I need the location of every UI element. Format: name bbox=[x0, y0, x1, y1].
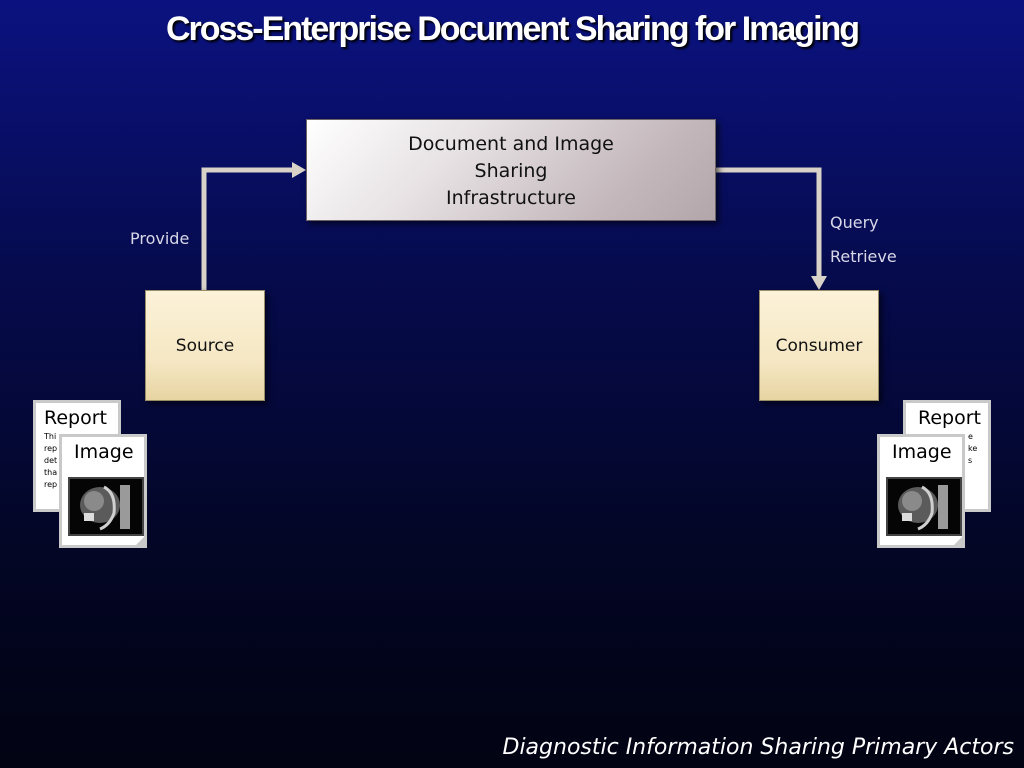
infrastructure-line-3: Infrastructure bbox=[445, 187, 576, 209]
consumer-label: Consumer bbox=[775, 335, 863, 356]
slide-caption: Diagnostic Information Sharing Primary A… bbox=[502, 735, 1015, 760]
infrastructure-line-2: Sharing bbox=[474, 160, 548, 182]
page-fold-left bbox=[133, 534, 147, 548]
retrieve-label: Retrieve bbox=[830, 247, 897, 266]
sharing-infrastructure-box: Document and Image Sharing Infrastructur… bbox=[306, 119, 716, 221]
query-retrieve-arrowhead bbox=[811, 276, 827, 290]
mri-thumbnail-right bbox=[886, 477, 962, 536]
source-label: Source bbox=[175, 335, 235, 356]
infrastructure-line-1: Document and Image bbox=[408, 133, 614, 155]
provide-arrowhead bbox=[292, 162, 306, 178]
consumer-actor-box: Consumer bbox=[759, 290, 879, 401]
provide-arrow bbox=[201, 167, 296, 291]
report-title-right: Report bbox=[918, 407, 981, 429]
image-document-right: Image bbox=[877, 434, 965, 548]
query-retrieve-arrow bbox=[716, 167, 822, 278]
report-text-right: e ke s bbox=[968, 432, 978, 465]
query-label: Query bbox=[830, 213, 879, 232]
page-fold-right bbox=[951, 534, 965, 548]
report-title-left: Report bbox=[44, 407, 107, 429]
slide-title: Cross-Enterprise Document Sharing for Im… bbox=[165, 10, 860, 48]
image-title-left: Image bbox=[74, 441, 134, 463]
mri-thumbnail-left bbox=[68, 477, 144, 536]
source-actor-box: Source bbox=[145, 290, 265, 401]
image-title-right: Image bbox=[892, 441, 952, 463]
image-document-left: Image bbox=[59, 434, 147, 548]
provide-label: Provide bbox=[130, 229, 190, 248]
report-text-left: Thi rep det tha rep bbox=[44, 432, 58, 489]
